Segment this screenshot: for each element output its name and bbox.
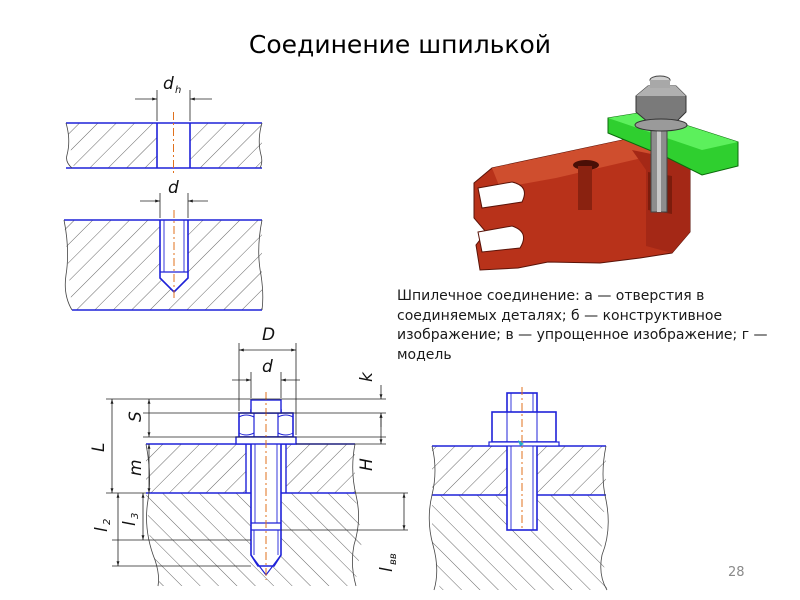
L-label: L	[89, 443, 109, 452]
l3-subscript: 3	[130, 513, 141, 519]
view-hole-plate: d h	[65, 74, 263, 175]
m-label: m	[126, 459, 146, 476]
H-label: H	[357, 458, 377, 471]
k-label: k	[357, 371, 377, 382]
S-label: S	[126, 411, 146, 422]
page-number: 28	[728, 565, 745, 580]
lbb-subscript: вв	[388, 553, 399, 565]
D-label: D	[262, 325, 275, 345]
d-top-label: d	[168, 178, 179, 198]
dh-subscript: h	[175, 85, 181, 96]
view-simplified	[428, 387, 609, 591]
view-blind-hole: d	[63, 178, 264, 311]
l2-subscript: 2	[102, 519, 113, 525]
lbb-label: l	[377, 567, 397, 572]
view-constructive: D d L S m k H l 2	[89, 325, 408, 587]
l3-label: l	[120, 521, 140, 526]
slide-title: Соединение шпилькой	[248, 30, 552, 59]
d-mid-label: d	[262, 357, 273, 377]
figure-caption: Шпилечное соединение: а — отверстия в со…	[397, 288, 768, 363]
model-3d	[473, 75, 739, 271]
dh-label: d	[163, 74, 174, 94]
l2-label: l	[92, 527, 112, 532]
